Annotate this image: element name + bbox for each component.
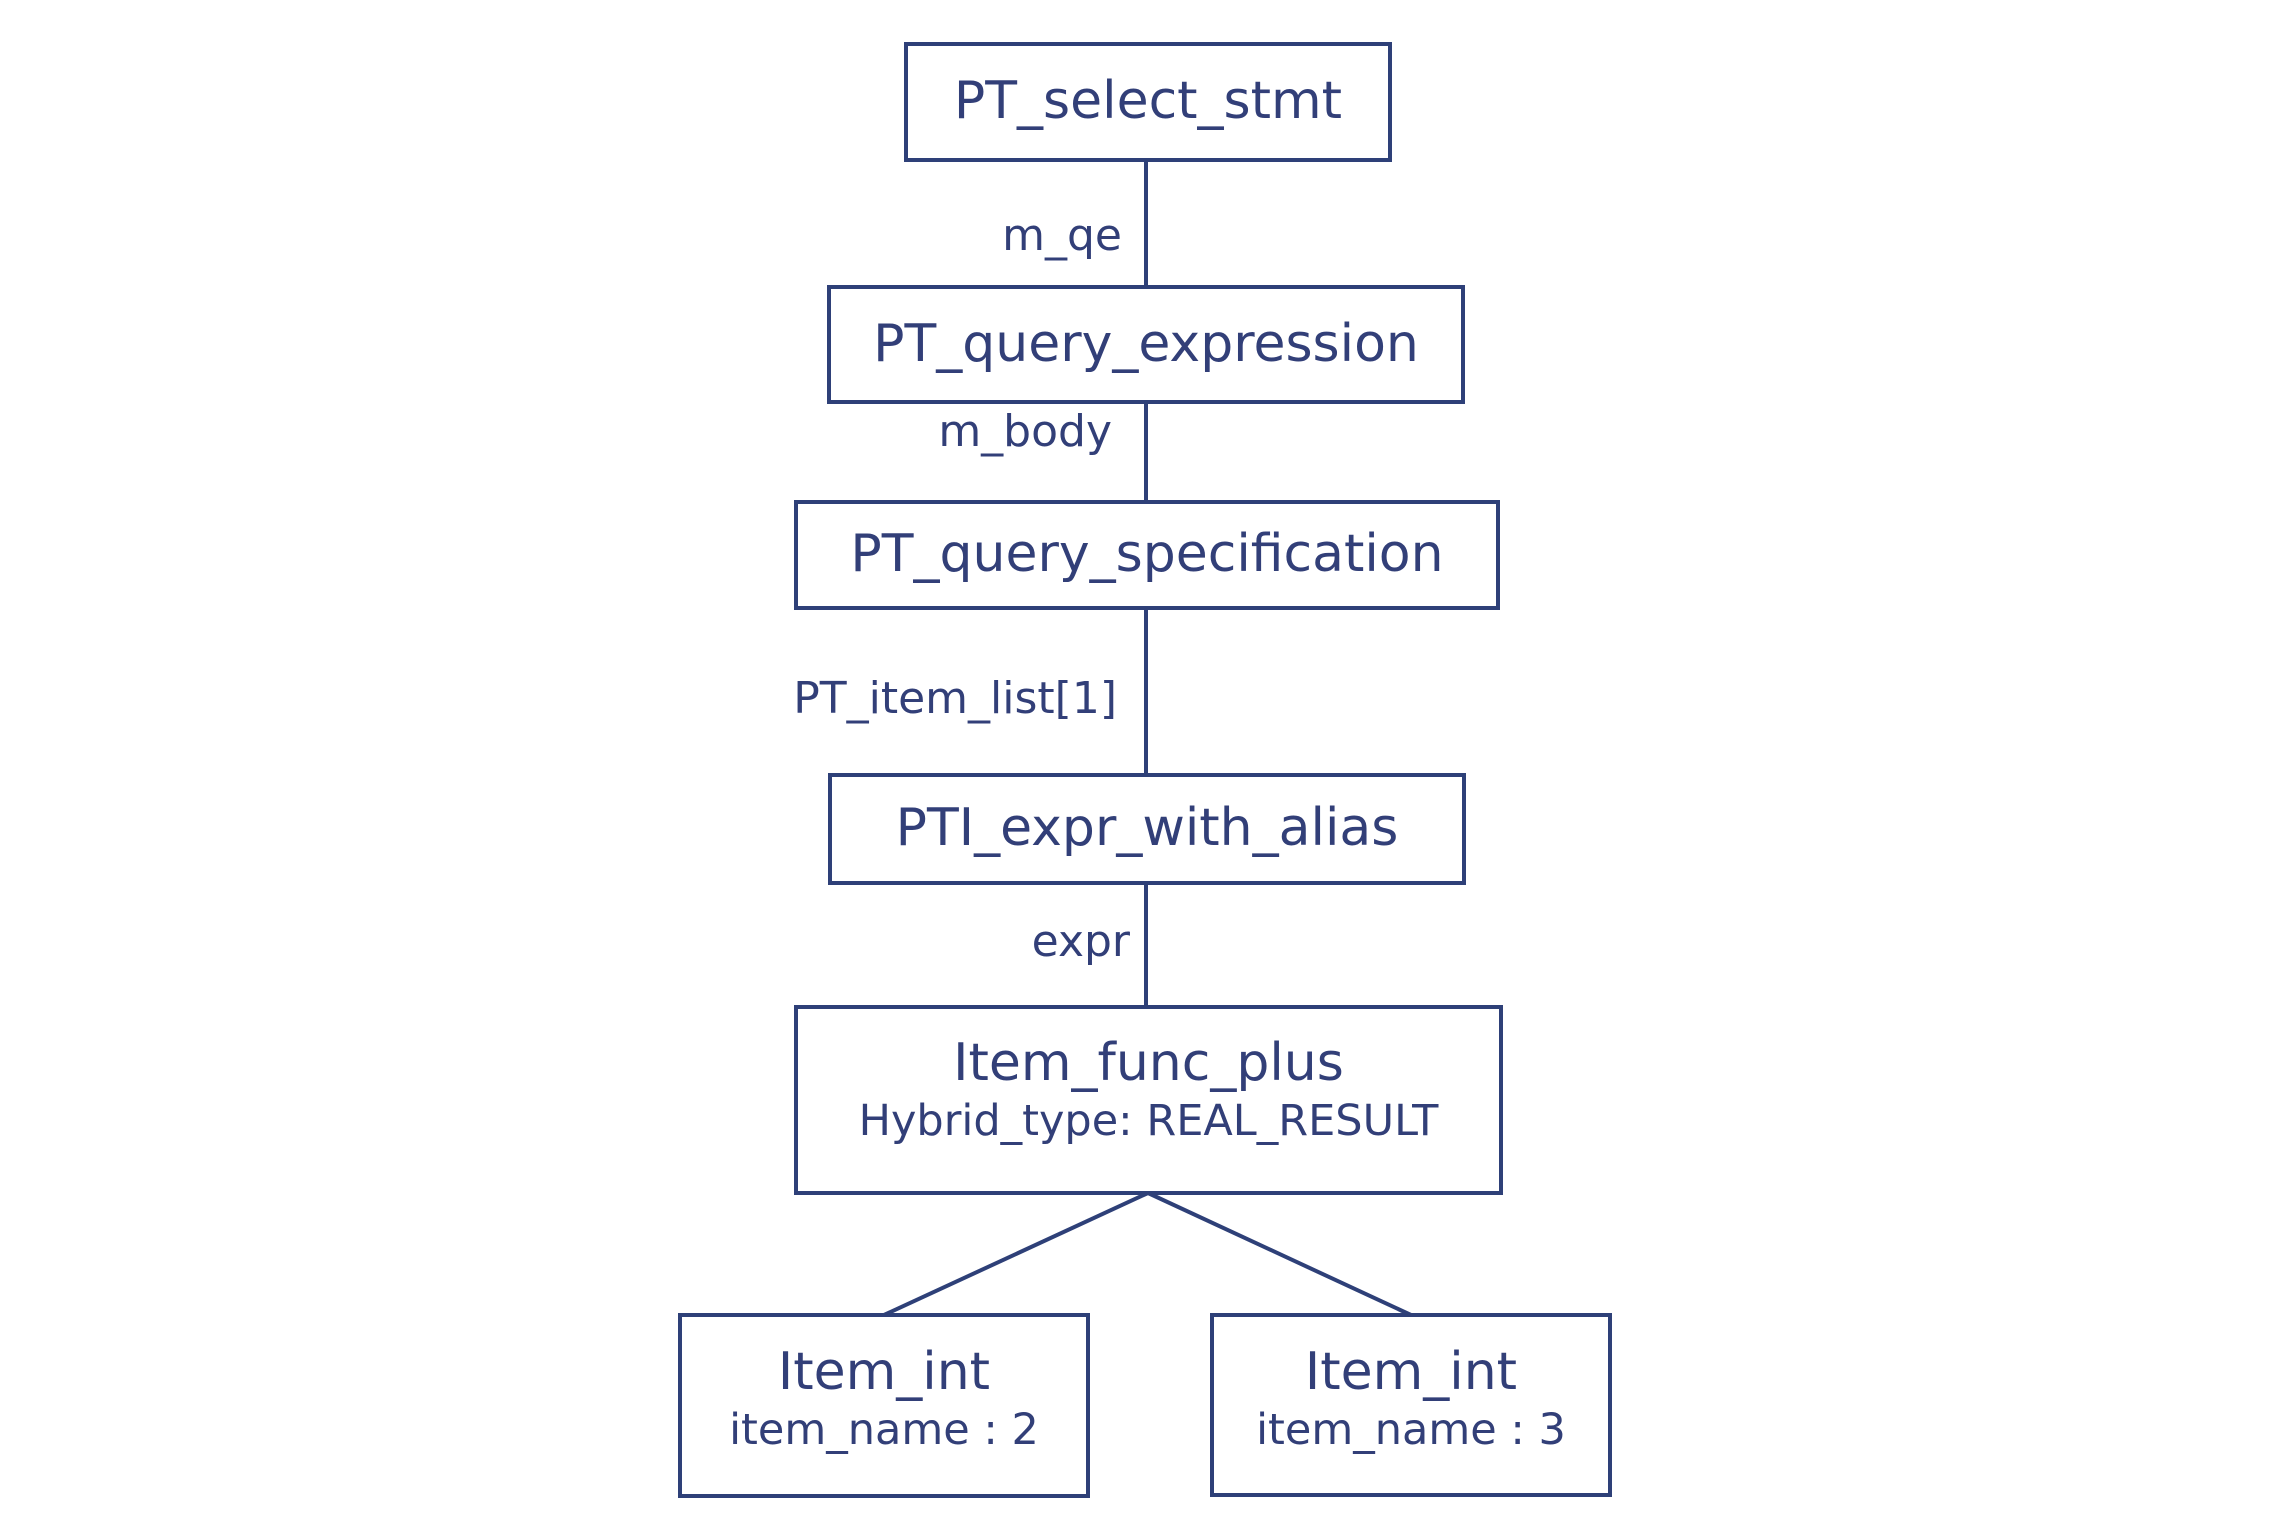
- edge-label-m-body: m_body: [938, 406, 1112, 457]
- node-item-int-left: Item_int item_name : 2: [678, 1313, 1090, 1498]
- node-pti-expr-with-alias: PTI_expr_with_alias: [828, 773, 1466, 885]
- node-sublabel: Hybrid_type: REAL_RESULT: [858, 1095, 1439, 1146]
- edge-label-m-qe: m_qe: [1002, 210, 1122, 261]
- node-label: PTI_expr_with_alias: [895, 798, 1399, 859]
- node-label: PT_query_expression: [873, 313, 1419, 374]
- node-pt-query-expression: PT_query_expression: [827, 285, 1465, 404]
- edge-line-left-child: [883, 1191, 1149, 1317]
- node-item-func-plus: Item_func_plus Hybrid_type: REAL_RESULT: [794, 1005, 1503, 1195]
- node-sublabel: item_name : 3: [1256, 1404, 1566, 1455]
- node-sublabel: item_name : 2: [729, 1404, 1039, 1455]
- node-item-int-right: Item_int item_name : 3: [1210, 1313, 1612, 1497]
- node-label: Item_func_plus: [953, 1033, 1344, 1094]
- node-label: Item_int: [1304, 1342, 1518, 1402]
- edge-label-expr: expr: [1031, 916, 1130, 967]
- node-pt-select-stmt: PT_select_stmt: [904, 42, 1392, 162]
- node-label: PT_query_specification: [850, 524, 1444, 585]
- node-label: Item_int: [777, 1342, 991, 1402]
- edge-line-right-child: [1147, 1191, 1412, 1317]
- edge-label-pt-item-list: PT_item_list[1]: [793, 673, 1117, 724]
- node-label: PT_select_stmt: [953, 71, 1343, 132]
- node-pt-query-specification: PT_query_specification: [794, 500, 1500, 610]
